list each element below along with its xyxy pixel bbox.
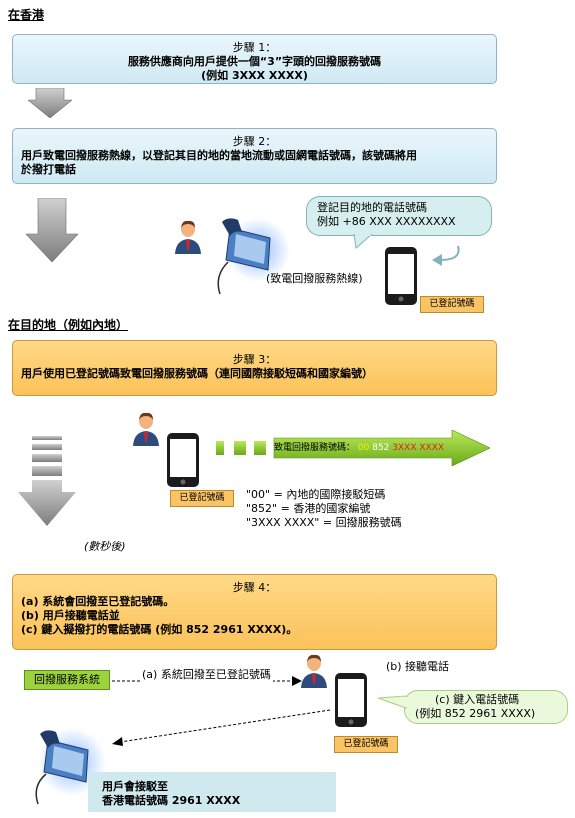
step1-line2: (例如 3XXX XXXX)	[201, 69, 308, 82]
mobile-phone-icon	[335, 673, 367, 727]
desk-phone-icon	[217, 218, 290, 295]
register-speech-bubble: 登記目的地的電話號碼 例如 +86 XXX XXXXXXXX	[306, 196, 492, 236]
note-line1: "00" = 內地的國際接駁短碼	[246, 488, 386, 501]
final-line2: 香港電話號碼 2961 XXXX	[102, 794, 241, 807]
enter-bubble-line1: (c) 鍵入電話號碼	[435, 693, 520, 706]
final-result-box: 用戶會接駁至 香港電話號碼 2961 XXXX	[88, 772, 336, 812]
mobile-phone-icon	[167, 433, 199, 487]
notes: "00" = 內地的國際接駁短碼 "852" = 香港的國家編號 "3XXX X…	[246, 488, 402, 530]
step4-line-a: (a) 系統會回撥至已登記號碼。	[21, 595, 175, 608]
note-line2: "852" = 香港的國家編號	[246, 502, 371, 515]
dial-arrow-icon	[216, 430, 490, 466]
step4-line-b: (b) 用戶接聽電話並	[21, 609, 120, 622]
step4-box: 步驟 4： (a) 系統會回撥至已登記號碼。 (b) 用戶接聽電話並 (c) 鍵…	[12, 574, 497, 650]
step2-heading: 步驟 2：	[232, 135, 277, 148]
step3-line1: 用戶使用已登記號碼致電回撥服務號碼（連同國際接駁短碼和國家編號）	[21, 367, 373, 380]
bubble-tail-icon	[353, 234, 373, 249]
callback-label: (a) 系統回撥至已登記號碼	[140, 668, 273, 682]
down-arrow-icon	[26, 198, 78, 262]
step2-line2: 於撥打電話	[21, 163, 76, 176]
dial-number: 3XXX XXXX	[392, 443, 445, 453]
user-icon	[301, 654, 327, 688]
dial-prefix: 致電回撥服務號碼：	[274, 443, 356, 453]
down-arrow-icon	[18, 436, 76, 526]
step3-box: 步驟 3： 用戶使用已登記號碼致電回撥服務號碼（連同國際接駁短碼和國家編號）	[12, 340, 497, 396]
step2-box: 步驟 2： 用戶致電回撥服務熱線，以登記其目的地的當地流動或固網電話號碼，該號碼…	[12, 128, 497, 184]
dial-code: 00	[357, 443, 370, 453]
registered-number-tag: 已登記號碼	[170, 490, 234, 507]
registered-number-tag: 已登記號碼	[420, 296, 484, 313]
register-bubble-line1: 登記目的地的電話號碼	[317, 201, 427, 214]
user-icon	[133, 412, 159, 446]
down-arrow-icon	[28, 88, 72, 118]
enter-bubble-line2: (例如 852 2961 XXXX)	[415, 707, 536, 720]
step3-heading: 步驟 3：	[232, 353, 277, 366]
section-title-hong-kong: 在香港	[8, 8, 45, 22]
bubble-tail-icon	[378, 695, 408, 709]
register-bubble-line2: 例如 +86 XXX XXXXXXXX	[317, 215, 456, 228]
dashed-arrow-icon	[112, 709, 331, 746]
enter-number-speech-bubble: (c) 鍵入電話號碼 (例如 852 2961 XXXX)	[404, 690, 568, 724]
step1-line1: 服務供應商向用戶提供一個“3”字頭的回撥服務號碼	[127, 55, 382, 68]
step2-line1: 用戶致電回撥服務熱線，以登記其目的地的當地流動或固網電話號碼，該號碼將用	[21, 149, 417, 162]
registered-number-tag: 已登記號碼	[334, 736, 398, 753]
seconds-later-label: (數秒後)	[84, 540, 126, 553]
user-icon	[175, 220, 201, 254]
dial-arrow-text: 致電回撥服務號碼： 00 852 3XXX XXXX	[274, 442, 444, 454]
step1-box: 步驟 1： 服務供應商向用戶提供一個“3”字頭的回撥服務號碼 (例如 3XXX …	[12, 34, 497, 84]
callback-system-tag: 回撥服務系統	[24, 670, 110, 690]
step4-heading: 步驟 4：	[232, 581, 277, 594]
curved-arrow-icon	[432, 245, 460, 266]
step1-heading: 步驟 1：	[232, 41, 277, 54]
mobile-phone-icon	[385, 247, 417, 305]
note-line3: "3XXX XXXX" = 回撥服務號碼	[246, 516, 402, 529]
section-title-destination: 在目的地（例如內地）	[8, 318, 129, 332]
hotline-label: (致電回撥服務熱線)	[266, 272, 363, 285]
step4-line-c: (c) 鍵入擬撥打的電話號碼 (例如 852 2961 XXXX)。	[21, 623, 298, 636]
dial-country: 852	[372, 443, 390, 453]
answer-label: (b) 接聽電話	[386, 660, 450, 673]
final-line1: 用戶會接駁至	[102, 780, 168, 793]
